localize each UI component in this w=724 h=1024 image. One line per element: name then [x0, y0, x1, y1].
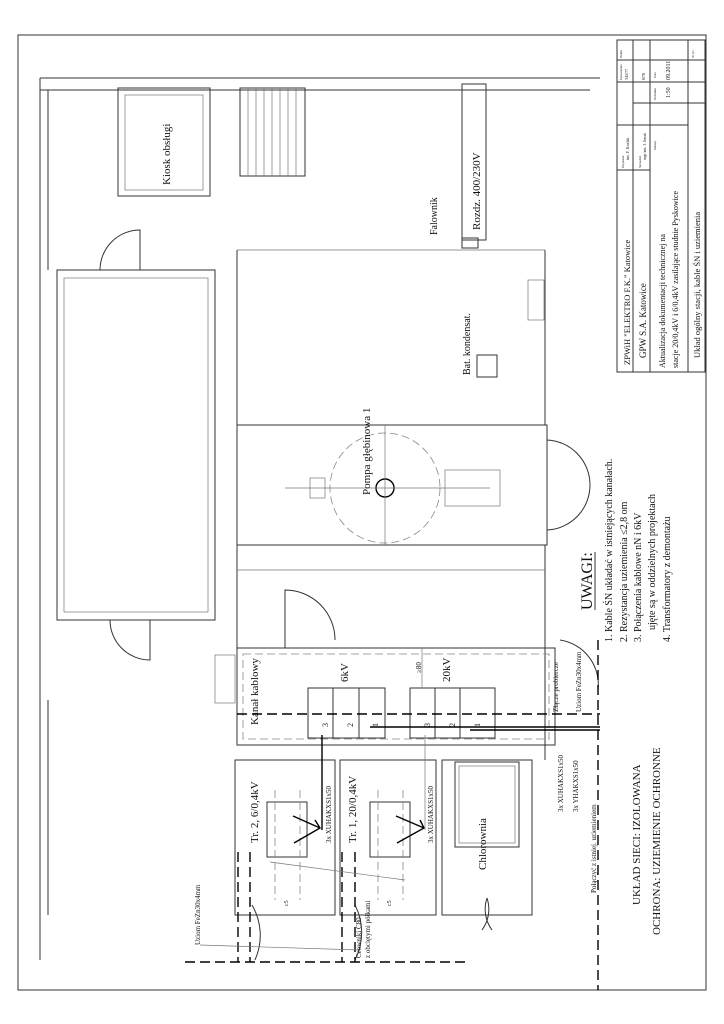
title-block: ZPWiH "ELEKTRO F.K." Katowice GPW S.A. K…	[616, 39, 706, 373]
drawing-number-label: Nr rys.	[691, 49, 695, 58]
tr1-cable-label: 3x XUHAKXS1x50	[427, 786, 435, 843]
client-name: GPW S.A. Katowice	[638, 283, 648, 358]
connect-existing-label: Połączyć z istniej. uziemieniem	[590, 804, 598, 893]
kiosk-label: Kiosk obsługi	[161, 124, 173, 185]
system-info: UKŁAD SIECI: IZOLOWANA OCHRONA: UZIEMIEN…	[631, 747, 663, 935]
pump-room	[236, 424, 548, 546]
sheet-label: Podpis	[619, 49, 623, 58]
field-20kv-1: 1	[473, 723, 482, 727]
company-name: ZPWiH "ELEKTRO F.K." Katowice	[622, 240, 632, 365]
changes-label: Zmiany	[653, 140, 657, 150]
note-2: 2. Rezystancja uziemienia ≤2,8 om	[619, 501, 630, 642]
stairs	[239, 87, 306, 177]
capacitor-label: Bat. kondensat.	[462, 313, 473, 375]
drawing-title: Układ ogólny stacji, kable ŚN i uziemien…	[692, 212, 702, 358]
tr1-label: Tr. 1, 20/0,4kV	[347, 776, 359, 843]
cable-channel-outline	[236, 647, 556, 746]
note-3: 3. Połączenia kablowe nN i 6kV	[633, 512, 644, 642]
transformer-rooms	[234, 759, 533, 961]
date-label: Data	[653, 72, 657, 78]
field-6kv-3: 3	[321, 723, 330, 727]
earth-left-label: Uziom FeZn30x4mm	[194, 884, 202, 945]
field-6kv-2: 2	[346, 723, 355, 727]
building-plan	[39, 77, 600, 960]
notes-heading: UWAGI:	[579, 552, 596, 610]
earth-right-label: Uziom FeZn30x4mm	[575, 651, 583, 712]
switchgear-6kv	[307, 687, 386, 739]
designer-label: Projektant	[621, 156, 625, 168]
date: 09.2011	[666, 61, 672, 80]
designer: inż. F. Kozlak	[625, 138, 630, 160]
field-20kv-2: 2	[448, 723, 457, 727]
field-6kv-1: 1	[371, 723, 380, 727]
scale: 1:50	[666, 87, 672, 98]
network-type: UKŁAD SIECI: IZOLOWANA	[631, 764, 643, 905]
cable-labels: 3x XUHAKXS1x50 3x XUHAKXS1x50 3x XUHAKXS…	[194, 651, 598, 958]
clearance-label: ≥80	[415, 662, 423, 673]
inverter-label: Falownik	[429, 197, 440, 235]
scale-label: Podziałka	[653, 88, 657, 100]
switchboard-outline	[461, 83, 487, 241]
chlorine-room-label: Chlorownia	[477, 818, 489, 870]
switchgear-20kv	[409, 687, 496, 739]
pump-label: Pompa głębinowa 1	[361, 408, 373, 495]
channels-line1: Ceowniki C80	[355, 917, 363, 958]
protection-type: OCHRONA: UZIEMIENIE OCHRONNE	[651, 747, 663, 935]
field-20kv-3: 3	[423, 723, 432, 727]
channels-line2: z obciętymi półkami	[364, 900, 372, 958]
note-1: 1. Kable ŚN układać w istniejących kanał…	[603, 459, 615, 642]
6kv-label: 6kV	[339, 663, 351, 682]
checker: mgr inż. J. Smak	[642, 133, 647, 160]
sheet-border	[17, 34, 707, 991]
subject-line1: Aktualizacja dokumentacji technicznej na	[658, 234, 667, 368]
registration-label: Uprawnienia	[619, 64, 623, 80]
dim-tr1: c5	[387, 900, 393, 906]
incoming-cable-1: 3x XUHAKXS1x50	[557, 755, 565, 812]
note-4: 4. Transformatory z demontażu	[662, 516, 673, 642]
room-labels: Kiosk obsługi Rozdz. 400/230V Falownik B…	[161, 124, 489, 870]
notes: UWAGI: 1. Kable ŚN układać w istniejącyc…	[579, 459, 673, 642]
registration: 345/77	[624, 69, 629, 80]
sheet-number: 6/78	[641, 73, 646, 80]
incoming-cable-2: 3x YHAKXS1x50	[572, 760, 580, 812]
hall-outline	[56, 269, 216, 621]
kiosk-outline	[117, 87, 211, 197]
cable-channel-label: Kanał kablowy	[249, 658, 261, 725]
tr2-cable-label: 3x XUHAKXS1x50	[325, 786, 333, 843]
tr2-body	[266, 801, 308, 858]
20kv-label: 20kV	[441, 658, 453, 683]
test-joint-label: Złącze probiercze	[552, 662, 560, 712]
tr2-label: Tr. 2, 6/0,4kV	[249, 781, 261, 843]
cables	[185, 640, 600, 990]
subject-line2: stacje 20/0,4kV i 6/0,4kV zasilające stu…	[671, 191, 680, 368]
tr1-body	[369, 801, 411, 858]
note-3-cont: ujęte są w oddzielnych projektach	[647, 494, 658, 630]
checker-label: Sprawdził	[638, 156, 642, 168]
dim-tr2: c5	[284, 900, 290, 906]
switchboard-label: Rozdz. 400/230V	[471, 152, 483, 230]
capacitor-box	[476, 354, 498, 378]
